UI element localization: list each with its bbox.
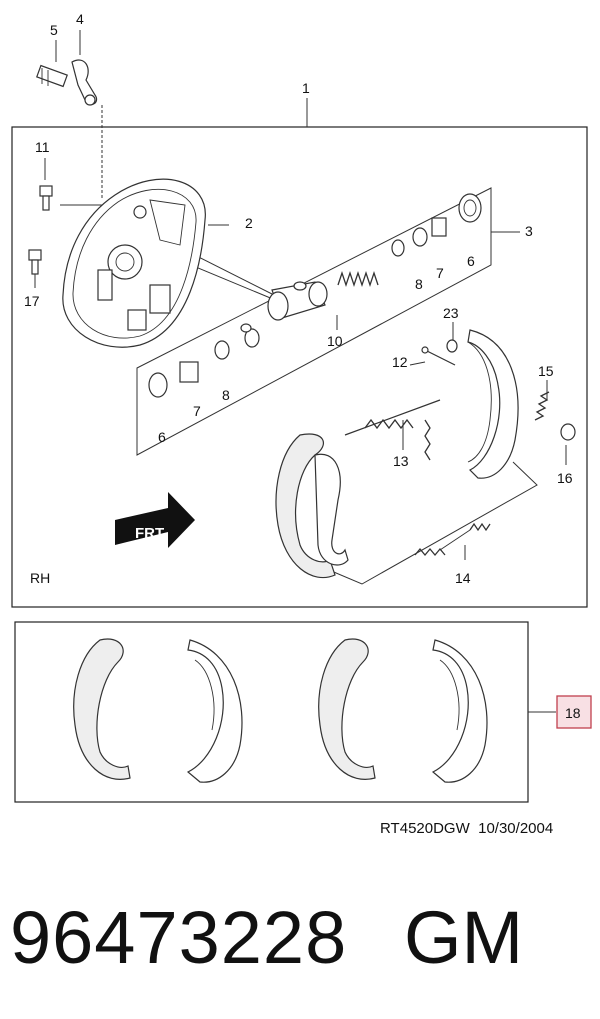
pin-12 xyxy=(421,346,456,366)
spring-15 xyxy=(534,391,550,421)
assembly-frame xyxy=(11,126,588,608)
bleeder-screw-5 xyxy=(36,64,68,88)
callout-2: 2 xyxy=(245,215,253,231)
callout-7-top: 7 xyxy=(436,265,444,281)
clip-4 xyxy=(71,59,98,106)
cylinder-parts-left xyxy=(148,323,260,398)
leading-shoe xyxy=(275,433,349,579)
callout-4: 4 xyxy=(76,11,84,27)
drawing-code: RT4520DGW xyxy=(380,820,470,837)
backing-plate xyxy=(62,178,206,348)
svg-text:FRT: FRT xyxy=(135,525,164,542)
callout-17: 17 xyxy=(24,293,40,309)
trailing-shoe xyxy=(467,329,519,479)
bleeder-17 xyxy=(28,249,42,275)
cylinder-parts-right xyxy=(391,193,482,257)
side-label: RH xyxy=(30,570,50,586)
callout-14: 14 xyxy=(455,570,471,586)
callout-5: 5 xyxy=(50,22,58,38)
washer-23 xyxy=(446,339,458,353)
kit-shoe-1 xyxy=(73,638,131,780)
callout-23: 23 xyxy=(443,305,459,321)
callout-8-top: 8 xyxy=(415,276,423,292)
callout-13: 13 xyxy=(393,453,409,469)
cylinder-group-outline xyxy=(136,187,492,456)
callout-3: 3 xyxy=(525,223,533,239)
callout-6-top: 6 xyxy=(467,253,475,269)
drawing-date: 10/30/2004 xyxy=(478,820,554,837)
callout-7-bottom: 7 xyxy=(193,403,201,419)
callout-1: 1 xyxy=(302,80,310,96)
callout-12: 12 xyxy=(392,354,408,370)
callout-16: 16 xyxy=(557,470,573,486)
callout-8-bottom: 8 xyxy=(222,387,230,403)
bolt-11 xyxy=(39,185,53,211)
callout-11: 11 xyxy=(35,139,50,155)
brand-name: GM xyxy=(404,896,524,979)
adjuster-13 xyxy=(344,399,441,461)
callout-6-bottom: 6 xyxy=(158,429,166,445)
callout-15: 15 xyxy=(538,363,554,379)
callout-10: 10 xyxy=(327,333,343,349)
callout-18-highlight xyxy=(556,695,592,729)
drawing-reference: RT4520DGW 10/30/2004 xyxy=(380,820,553,837)
cap-16 xyxy=(560,423,576,441)
cylinder-spring-10 xyxy=(337,270,379,288)
wheel-cylinder xyxy=(267,281,328,321)
front-direction-arrow: FRT xyxy=(115,492,195,548)
callout-18: 18 xyxy=(565,705,581,721)
part-number: 96473228 xyxy=(10,896,348,979)
kit-shoe-2 xyxy=(186,639,243,783)
return-springs-14 xyxy=(414,522,491,557)
kit-shoe-4 xyxy=(431,639,488,783)
kit-shoe-3 xyxy=(318,638,376,780)
shoe-group-outline xyxy=(328,461,538,585)
